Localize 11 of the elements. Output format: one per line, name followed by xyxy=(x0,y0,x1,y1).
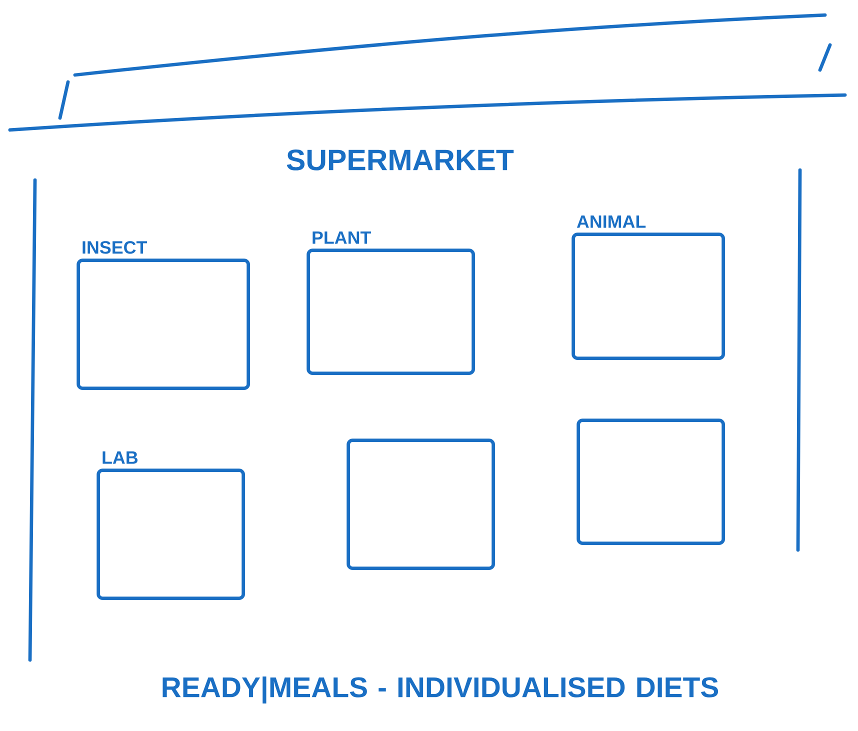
caption-text: READY|MEALS - INDIVIDUALISED DIETS xyxy=(162,676,718,704)
aisle-box xyxy=(576,418,726,545)
node-label: ANIMAL xyxy=(576,215,646,228)
aisle-box: INSECT xyxy=(76,241,250,390)
node-label: INSECT xyxy=(82,241,148,254)
aisle-box: LAB xyxy=(96,451,246,600)
node-label: LAB xyxy=(102,451,138,464)
aisle-box: PLANT xyxy=(306,231,475,376)
aisle-box xyxy=(346,438,495,570)
node-label: PLANT xyxy=(312,231,372,244)
aisle-box: ANIMAL xyxy=(572,215,725,360)
